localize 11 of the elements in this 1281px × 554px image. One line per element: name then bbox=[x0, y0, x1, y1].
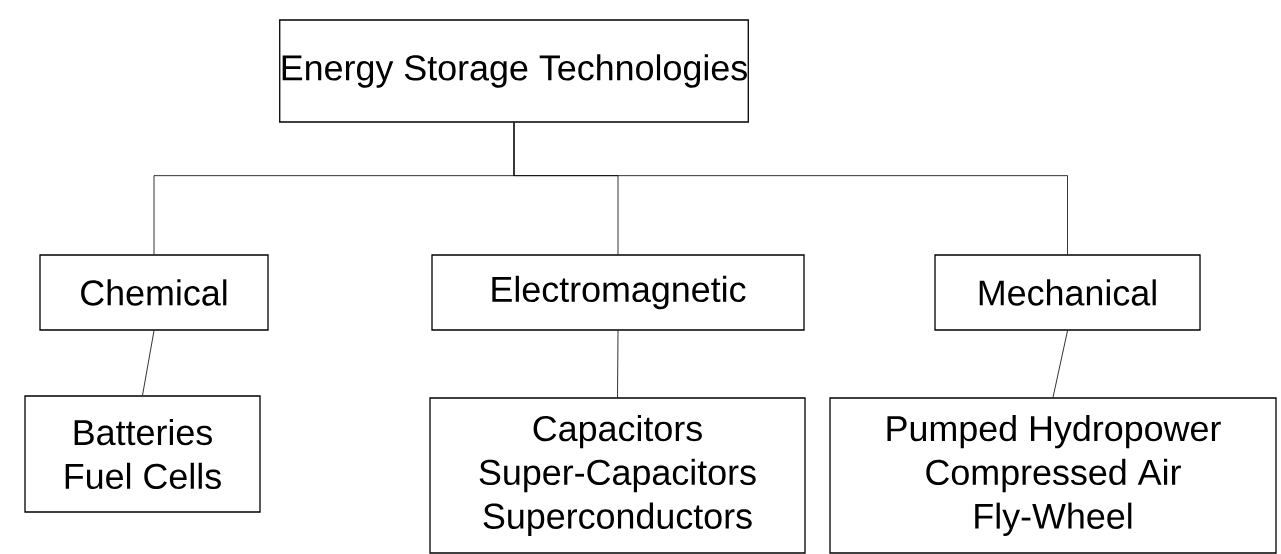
connector-line bbox=[513, 122, 1068, 255]
title-box: Energy Storage Technologies bbox=[279, 19, 749, 123]
connector-line bbox=[617, 330, 619, 398]
connector-line bbox=[1052, 330, 1068, 398]
connector-line bbox=[142, 330, 155, 396]
category-box: Chemical bbox=[39, 254, 269, 331]
category-box: Mechanical bbox=[934, 254, 1201, 331]
item-box: Batteries Fuel Cells bbox=[24, 395, 261, 513]
item-box: Capacitors Super-Capacitors Superconductors bbox=[429, 397, 806, 554]
item-box: Pumped Hydropower Compressed Air Fly-Wheel bbox=[829, 397, 1277, 554]
category-box: Electromagnetic bbox=[431, 254, 805, 331]
